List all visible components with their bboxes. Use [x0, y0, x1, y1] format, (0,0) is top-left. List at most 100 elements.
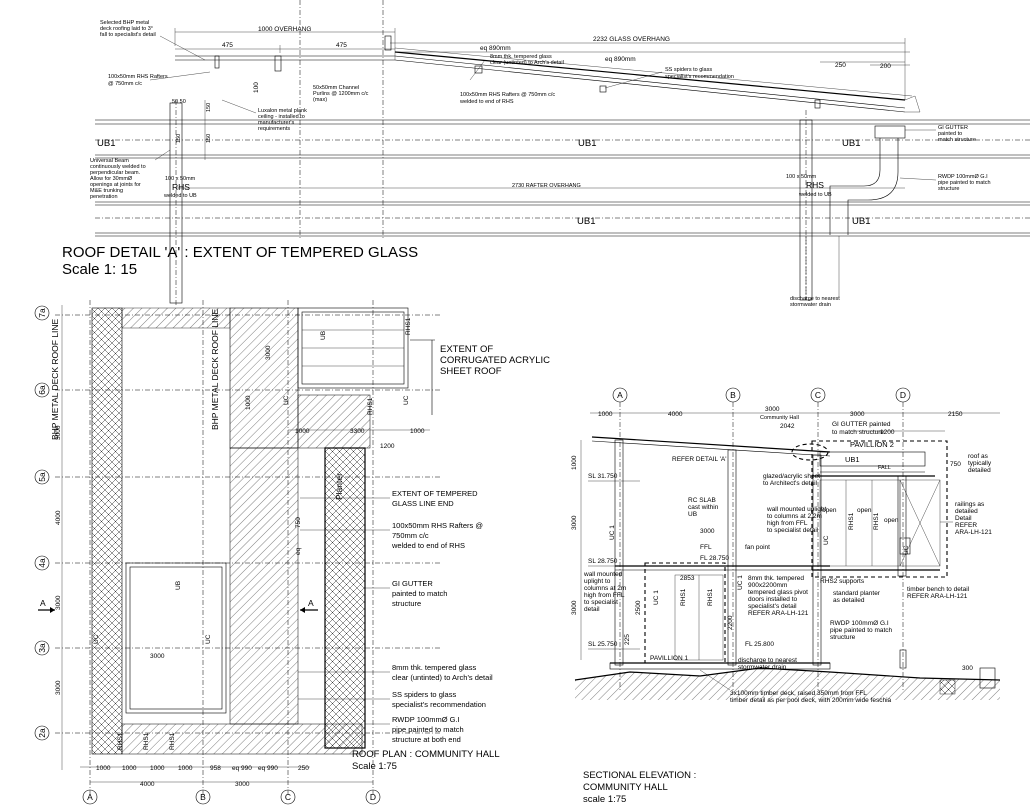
elev-rwdp-3: structure	[830, 634, 856, 641]
elev-dim-2853: 2853	[680, 575, 695, 582]
plan-bot-eq990-b: eq 990	[258, 765, 278, 772]
plan-dim-3000-inner: 3000	[150, 653, 165, 660]
elev-railings-2: detailed	[955, 508, 978, 515]
plan-rafters-1: 100x50mm RHS Rafters @	[392, 521, 483, 530]
plan-grid-d: D	[370, 792, 376, 802]
plan-bot-1000-d: 1000	[178, 765, 193, 772]
elev-sl-28750: SL 28.750	[588, 558, 618, 565]
acrylic-note-1: EXTENT OF	[440, 344, 493, 355]
elev-fall: FALL	[878, 465, 891, 471]
elev-dim-2150: 2150	[948, 411, 963, 418]
grid-6a: 6a	[37, 385, 47, 395]
rhs-size-left: 100 x 50mm	[165, 176, 196, 182]
dim-150-c: 150	[176, 134, 182, 143]
elev-pivot-4: doors installed to	[748, 596, 798, 603]
plan-bot-4000: 4000	[140, 781, 155, 788]
dim-100: 100	[253, 82, 260, 93]
elev-uplight-l1: wall mounted	[583, 571, 623, 578]
elev-pivot-2: 900x2200mm	[748, 582, 787, 589]
spider-note-1: SS spiders to glass	[665, 67, 712, 73]
elev-rhs1-1: RHS1	[848, 512, 855, 530]
grid-3a: 3a	[37, 643, 47, 653]
elev-scale: scale 1:75	[583, 794, 626, 805]
beam-note-3: perpendicular beam.	[90, 170, 141, 176]
dim-475-b: 475	[336, 42, 347, 49]
elev-rhs2: RHS2 supports	[820, 578, 865, 585]
purlin-note-3: (max)	[313, 97, 327, 103]
plan-bot-eq990-a: eq 990	[232, 765, 252, 772]
plan-dim-1200: 1200	[380, 443, 395, 450]
elev-uc-1: UC 1	[609, 525, 616, 540]
plan-glass-2: clear (untinted) to Arch's detail	[392, 673, 493, 682]
plan-dim-3000-v: 3000	[55, 425, 62, 440]
plan-dim-1000-h: 1000	[295, 428, 310, 435]
elev-bench-2: REFER ARA-LH-121	[907, 593, 968, 600]
rhs1-label-4: RHS1	[143, 732, 150, 750]
dim-150-a: 150	[206, 103, 212, 112]
plan-dim-4000-v: 4000	[55, 510, 62, 525]
elev-dim-2500: 2500	[635, 600, 642, 615]
plan-dim-3000-v2: 3000	[55, 595, 62, 610]
elev-fan-point: fan point	[745, 544, 770, 551]
elev-uplight-l5: to specialist	[584, 599, 618, 606]
dim-250: 250	[835, 62, 846, 69]
ub-label-plan-2: UB	[320, 331, 327, 340]
elev-fl-25800: FL 25.800	[745, 641, 774, 648]
elev-ub1: UB1	[845, 455, 860, 464]
elev-planter-1: standard planter	[833, 590, 881, 597]
elev-dim-300: 300	[962, 665, 973, 672]
note-rafter-1: 100x50mm RHS Rafters	[108, 74, 168, 80]
grid-2a: 2a	[37, 728, 47, 738]
elev-pivot-3: tempered glass pivot	[748, 589, 808, 596]
elev-uc-2: UC 1	[737, 575, 744, 590]
elev-uplight-3: high from FFL	[767, 520, 808, 527]
glass-note-2: clear (untinted) to Arch's detail	[490, 60, 564, 66]
elev-uplight-4: to specialist detail	[767, 527, 819, 534]
elev-rwdp-1: RWDP 100mmØ G.I	[830, 620, 889, 627]
roof-detail-a: 1000 OVERHANG 2232 GLASS OVERHANG 475 47…	[62, 0, 1030, 308]
detail-a-scale: Scale 1: 15	[62, 261, 137, 278]
plan-dim-3000-v4: 3000	[265, 345, 272, 360]
discharge-note-2: stormwater drain	[790, 302, 831, 308]
elev-rhs1-2: RHS1	[873, 512, 880, 530]
luxalon-3: manufacturer's	[258, 120, 294, 126]
elev-gutter-1: GI GUTTER painted	[832, 421, 891, 428]
elev-detail-ref-3: ARA-LH-121	[955, 529, 992, 536]
plan-bot-1000-c: 1000	[150, 765, 165, 772]
beam-note-5: openings at joints for	[90, 182, 141, 188]
beam-note-4: Allow for 30mmØ	[90, 176, 133, 182]
elev-sl-31750: SL 31.750	[588, 473, 618, 480]
planter-label: Planter	[334, 473, 344, 500]
elev-uc-5: UC	[903, 545, 910, 555]
elev-roof-typ-2: typically	[968, 460, 992, 467]
ext-glass-2: GLASS LINE END	[392, 499, 454, 508]
dim-150-b: 150	[206, 134, 212, 143]
plan-rafters-2: 750mm c/c	[392, 531, 429, 540]
elev-uc-3: UC 1	[653, 590, 660, 605]
beam-note-2: continuously welded to	[90, 164, 146, 170]
rhs1-label-3: RHS1	[117, 732, 124, 750]
elev-rhs1-4: RHS1	[707, 588, 714, 606]
uc-label-3: UC	[283, 395, 290, 405]
elev-dim-3000-c: 3000	[700, 528, 715, 535]
elev-railings-1: railings as	[955, 501, 985, 508]
note-deck-3: fall to specialist's detail	[100, 32, 156, 38]
elev-grid-c: C	[815, 390, 821, 400]
acrylic-note-3: SHEET ROOF	[440, 366, 502, 377]
ub1-label-3: UB1	[842, 138, 860, 149]
rafter-overhang: 2730 RAFTER OVERHANG	[512, 183, 581, 189]
plan-spider-2: specialist's recommendation	[392, 700, 486, 709]
elev-open-2: open	[857, 507, 872, 514]
luxalon-4: requirements	[258, 126, 290, 132]
plan-grid-c: C	[285, 792, 291, 802]
plan-bot-1000-a: 1000	[96, 765, 111, 772]
elev-dim-1200: 1200	[880, 429, 895, 436]
plan-dim-eq: eq	[295, 547, 302, 555]
elev-dim-2042: 2042	[780, 423, 795, 430]
detail-a-title: ROOF DETAIL 'A' : EXTENT OF TEMPERED GLA…	[62, 244, 418, 261]
elev-rwdp-2: pipe painted to match	[830, 627, 893, 634]
acrylic-note-2: CORRUGATED ACRYLIC	[440, 355, 550, 366]
elev-refer-a: REFER DETAIL 'A'	[672, 456, 727, 463]
rhs-size-right: 100 x 50mm	[786, 174, 817, 180]
